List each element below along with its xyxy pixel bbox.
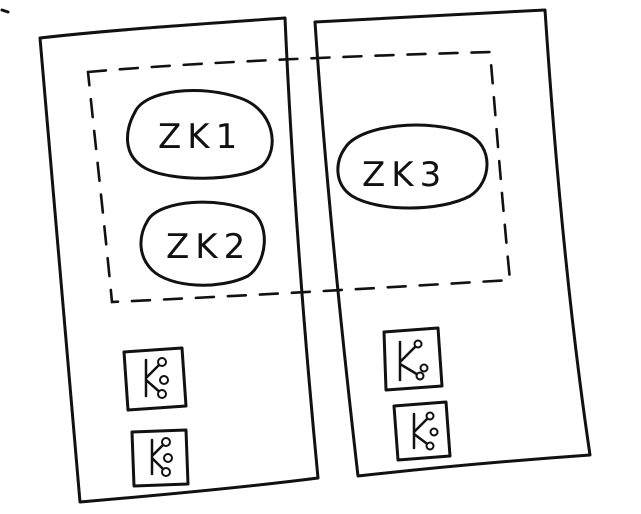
right-panel (313, 8, 592, 478)
zk1-node: ZK1 (125, 89, 274, 180)
zk1-ellipse (125, 89, 274, 180)
kafka-icon (382, 326, 444, 392)
zk3-ellipse (336, 123, 489, 210)
left-panel (38, 16, 320, 504)
zk3-label: ZK3 (362, 155, 447, 195)
cluster-boundary (86, 50, 512, 304)
zk1-label: ZK1 (158, 117, 243, 157)
corner-mark (0, 8, 10, 14)
kafka-icon (130, 428, 190, 488)
kafka-icon (392, 400, 452, 462)
zk2-ellipse (139, 200, 266, 287)
zk3-node: ZK3 (336, 123, 489, 210)
zk2-node: ZK2 (139, 200, 266, 287)
kafka-icon (122, 346, 188, 412)
zk2-label: ZK2 (166, 227, 251, 267)
